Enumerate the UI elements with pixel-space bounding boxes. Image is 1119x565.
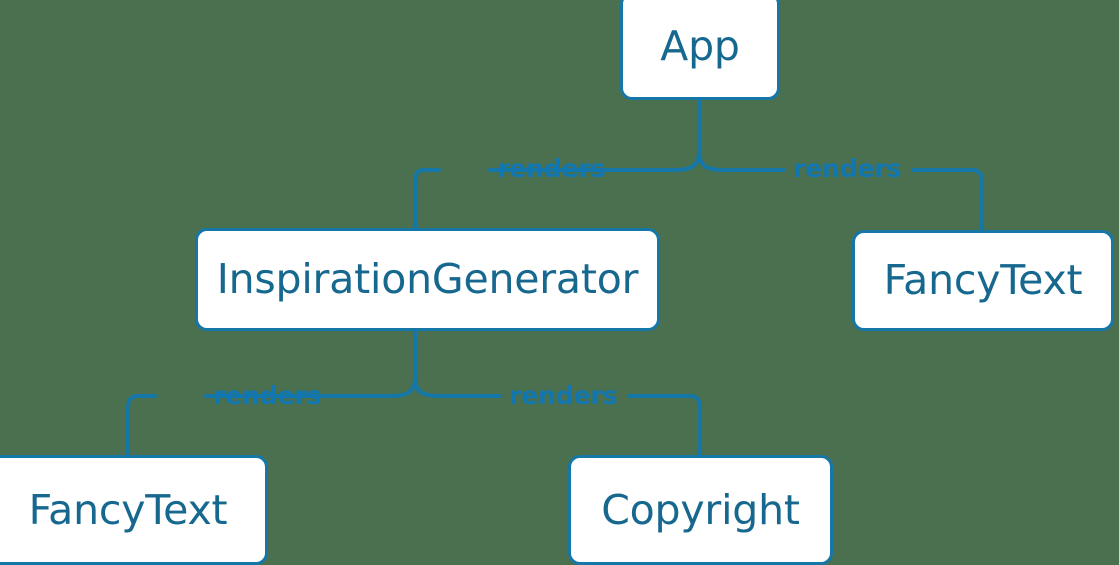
- node-fancytext-left[interactable]: FancyText: [0, 455, 268, 565]
- node-inspirationgenerator[interactable]: InspirationGenerator: [195, 228, 660, 331]
- node-app[interactable]: App: [620, 0, 780, 100]
- edge-app-to-fancytext-tail: [911, 168, 984, 232]
- edge-label-app-to-inspirationgenerator: renders: [497, 154, 606, 183]
- edge-label-app-to-fancytext: renders: [793, 154, 902, 183]
- node-copyright[interactable]: Copyright: [568, 455, 833, 565]
- node-app-label: App: [660, 21, 740, 70]
- edge-inspirationgenerator-to-fancytext-tail: [126, 394, 157, 457]
- edge-inspirationgenerator-to-copyright: [413, 377, 502, 398]
- node-fancytext-right-label: FancyText: [883, 256, 1083, 304]
- node-fancytext-right[interactable]: FancyText: [852, 230, 1114, 331]
- edge-label-inspirationgenerator-to-fancytext: renders: [213, 381, 322, 410]
- edge-label-inspirationgenerator-to-copyright: renders: [509, 381, 618, 410]
- node-fancytext-left-label: FancyText: [28, 485, 228, 534]
- edge-app-to-inspirationgenerator-tail: [413, 168, 441, 230]
- edge-inspirationgenerator-to-copyright-tail: [627, 394, 702, 457]
- node-copyright-label: Copyright: [601, 485, 800, 534]
- node-inspirationgenerator-label: InspirationGenerator: [216, 255, 639, 303]
- edge-app-to-fancytext: [697, 150, 786, 172]
